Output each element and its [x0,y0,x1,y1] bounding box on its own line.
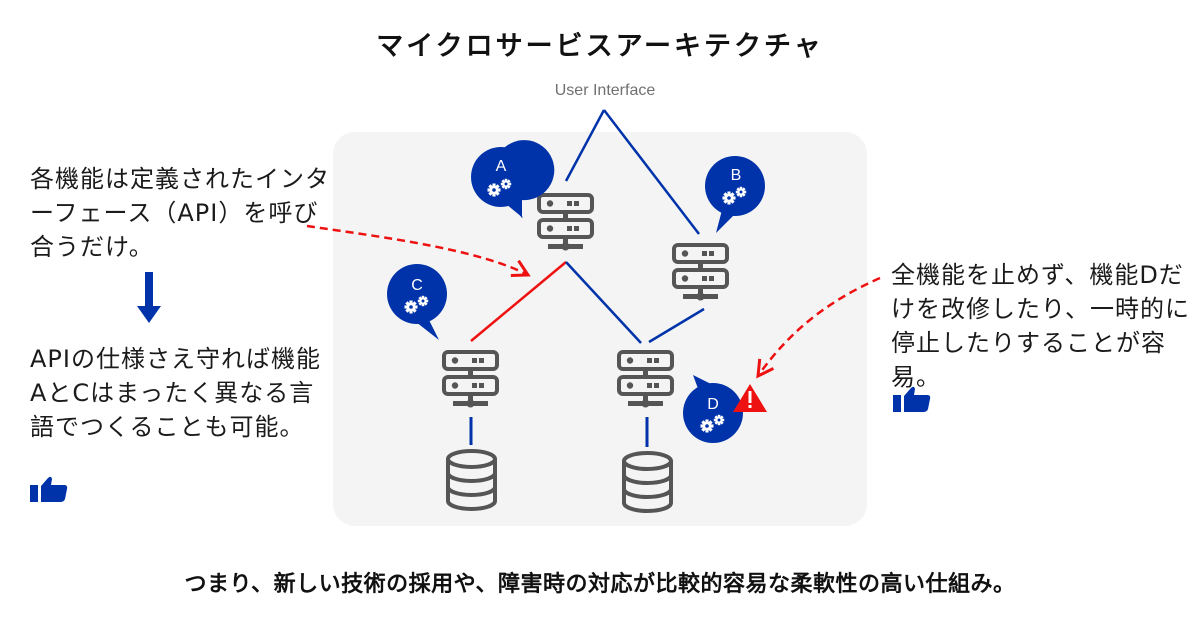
link-ui-b [603,109,700,235]
thumbs-up-icon-right [893,386,931,412]
service-label-c: C [411,277,423,294]
dashed-arrow-to-d [756,276,881,379]
link-ui-a [564,109,606,182]
server-icon-b [672,243,729,303]
server-icon-a [537,193,594,253]
server-icon-c [442,350,499,410]
service-label-d: D [707,396,719,413]
note-independent-maintenance: 全機能を止めず、機能Dだけを改修したり、一時的に停止したりすることが容易。 [891,261,1191,391]
speech-bubble-gear-icon-a: A [471,140,555,218]
warning-icon [733,384,767,412]
architecture-panel [333,132,867,526]
speech-bubble-gear-icon-c: C [387,264,447,340]
note-language-independence: APIの仕様さえ守れば機能AとCはまったく異なる言語でつくることも可能。 [30,345,321,441]
server-icon-d [617,350,674,410]
service-label-b: B [731,167,742,184]
link-b-d [648,307,705,344]
link-a-c [470,261,567,342]
link-a-d [565,261,642,344]
user-interface-label: User Interface [554,82,656,99]
arrow-down-icon [137,272,161,323]
speech-bubble-gear-icon-d: D [683,375,743,443]
summary-footer: つまり、新しい技術の採用や、障害時の対応が比較的容易な柔軟性の高い仕組み。 [184,572,1016,597]
thumbs-up-icon-left [30,476,68,502]
speech-bubble-gear-icon-b: B [705,156,765,233]
database-icon-c [446,449,497,511]
dashed-arrow-to-api [306,224,531,277]
note-api-interface: 各機能は定義されたインターフェース（API）を呼び合うだけ。 [30,165,330,261]
database-icon-d [622,451,673,513]
service-label-a: A [496,158,507,175]
page-title: マイクロサービスアーキテクチャ [376,31,824,62]
